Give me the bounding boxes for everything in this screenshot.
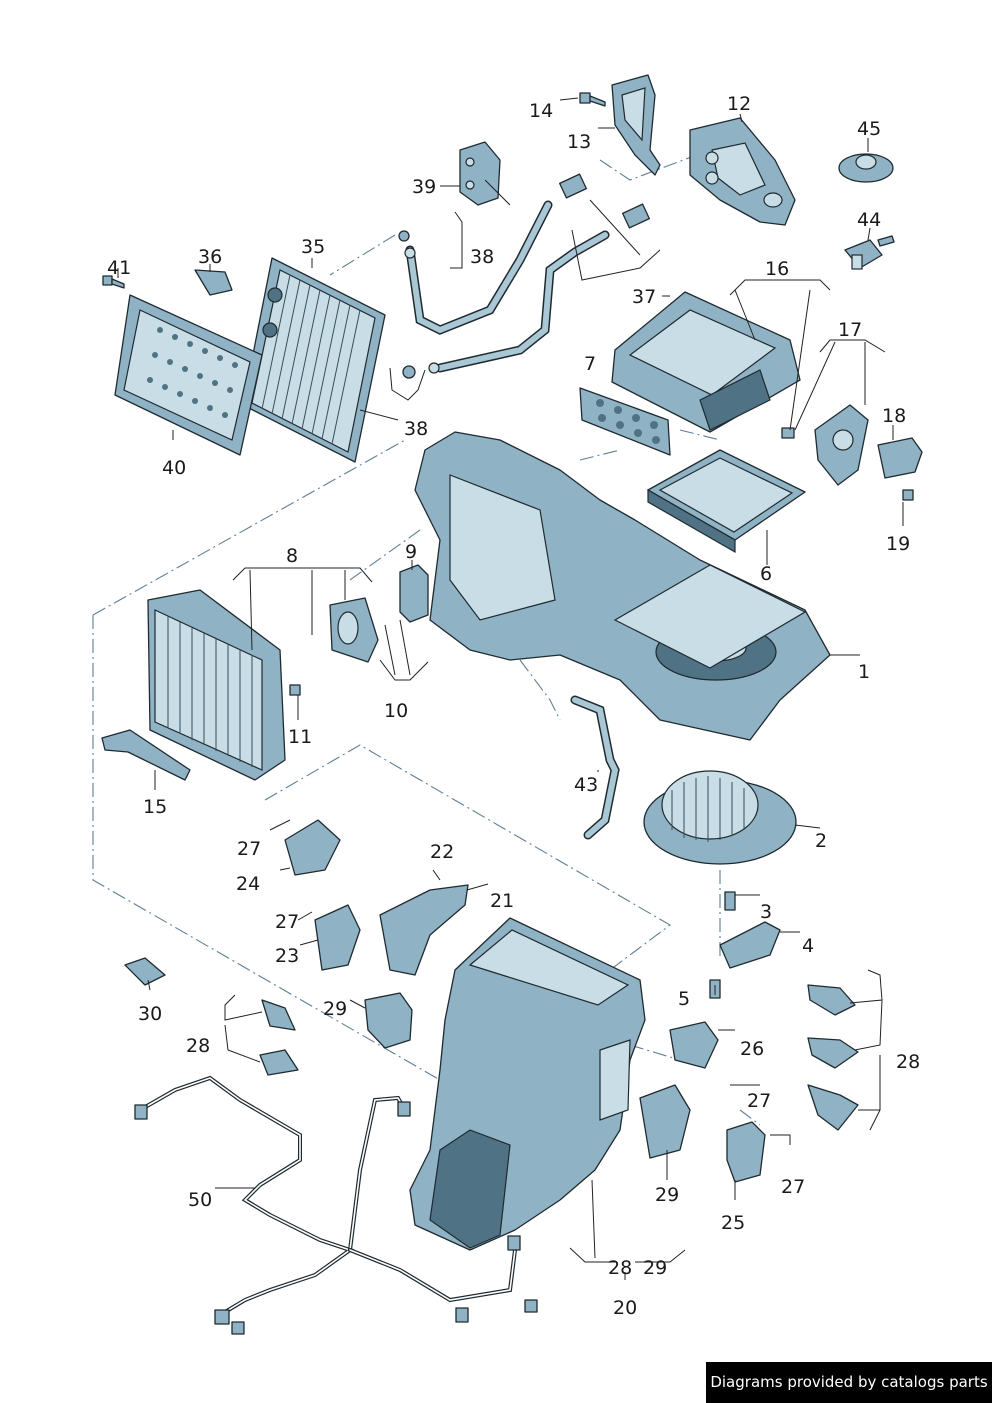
part-35-heat-exchanger [242, 257, 386, 463]
callout-4: 4 [802, 935, 814, 957]
callout-28-a: 28 [186, 1035, 210, 1057]
callout-40: 40 [162, 457, 186, 479]
part-43-drain-hose [570, 695, 620, 840]
callout-39: 39 [412, 176, 436, 198]
callout-35: 35 [301, 236, 325, 258]
part-12-seal-plate [689, 117, 796, 226]
refrigerant-lines [398, 173, 651, 379]
callout-27-b: 27 [275, 911, 299, 933]
callout-37: 37 [632, 286, 656, 308]
callout-22: 22 [430, 841, 454, 863]
part-26-actuator [669, 1021, 719, 1069]
callout-16: 16 [765, 258, 789, 280]
callout-18: 18 [882, 405, 906, 427]
callout-29-a: 29 [323, 998, 347, 1020]
part-29b-flap-box [639, 1084, 691, 1159]
callout-5: 5 [678, 988, 690, 1010]
callout-3: 3 [760, 901, 772, 923]
callout-26: 26 [740, 1038, 764, 1060]
part-36-clip [194, 269, 233, 296]
part-19-screw [902, 489, 914, 501]
callout-14: 14 [529, 100, 553, 122]
part-29a-flap-box [364, 992, 413, 1049]
callout-28-b: 28 [896, 1051, 920, 1073]
callout-1: 1 [858, 661, 870, 683]
callout-15: 15 [143, 796, 167, 818]
part-44-sensor [844, 235, 895, 270]
callout-9: 9 [405, 541, 417, 563]
part-39-valve-block [459, 141, 501, 206]
callout-38-a: 38 [470, 246, 494, 268]
callout-20: 20 [613, 1297, 637, 1319]
callout-27-d: 27 [781, 1176, 805, 1198]
callout-25: 25 [721, 1212, 745, 1234]
part-41-screw [102, 275, 125, 289]
part-25-actuator [726, 1121, 766, 1183]
part-2-blower-motor [643, 770, 797, 865]
part-30-clip [124, 957, 166, 986]
callout-12: 12 [727, 93, 751, 115]
part-50-wiring-harness [134, 1075, 538, 1335]
callout-28-c: 28 [608, 1257, 632, 1279]
callout-10: 10 [384, 700, 408, 722]
part-11-screw [289, 684, 301, 696]
callout-19: 19 [886, 533, 910, 555]
part-8-evaporator [147, 589, 379, 781]
callout-17: 17 [838, 319, 862, 341]
part-14-screw [579, 92, 606, 107]
part-15-sensor [101, 729, 191, 781]
callout-43: 43 [574, 774, 598, 796]
part-6-cabin-filter [647, 449, 806, 554]
callout-29-c: 29 [643, 1257, 667, 1279]
part-40-radiator-frame [114, 294, 263, 456]
part-28-sensors [259, 984, 859, 1131]
callout-27-c: 27 [747, 1090, 771, 1112]
callout-23: 23 [275, 945, 299, 967]
callout-27-a: 27 [237, 838, 261, 860]
callout-labels: 1 2 3 4 5 6 7 8 9 10 11 12 13 14 15 16 1… [107, 93, 920, 1319]
callout-11: 11 [288, 726, 312, 748]
part-24-actuator [284, 819, 341, 876]
callout-21: 21 [490, 890, 514, 912]
callout-36: 36 [198, 246, 222, 268]
callout-29-b: 29 [655, 1184, 679, 1206]
part-7-flap [579, 387, 671, 456]
part-18-motor [877, 437, 923, 479]
callout-38-b: 38 [404, 418, 428, 440]
credit-banner: Diagrams provided by catalogs parts [706, 1362, 992, 1403]
callout-44: 44 [857, 209, 881, 231]
assembly-lines [92, 149, 761, 1126]
part-13-bracket [611, 74, 661, 176]
part-23-actuator [314, 904, 361, 971]
callout-6: 6 [760, 563, 772, 585]
callout-7: 7 [584, 353, 596, 375]
part-3-screw [724, 891, 736, 911]
leader-lines [117, 97, 904, 1280]
callout-30: 30 [138, 1003, 162, 1025]
callout-45: 45 [857, 118, 881, 140]
callout-13: 13 [567, 131, 591, 153]
part-4-cover [719, 921, 781, 969]
callout-50: 50 [188, 1189, 212, 1211]
part-21-bracket [379, 884, 469, 976]
part-20-lower-housing [409, 917, 646, 1251]
part-17-actuator-assembly [781, 404, 869, 486]
callout-8: 8 [286, 545, 298, 567]
callout-24: 24 [236, 873, 260, 895]
part-9-expansion-valve [399, 564, 429, 623]
part-37-air-distribution-box [611, 291, 801, 433]
callout-2: 2 [815, 830, 827, 852]
part-45-grommet [838, 153, 894, 183]
part-1-housing [414, 431, 831, 741]
callout-41: 41 [107, 257, 131, 279]
